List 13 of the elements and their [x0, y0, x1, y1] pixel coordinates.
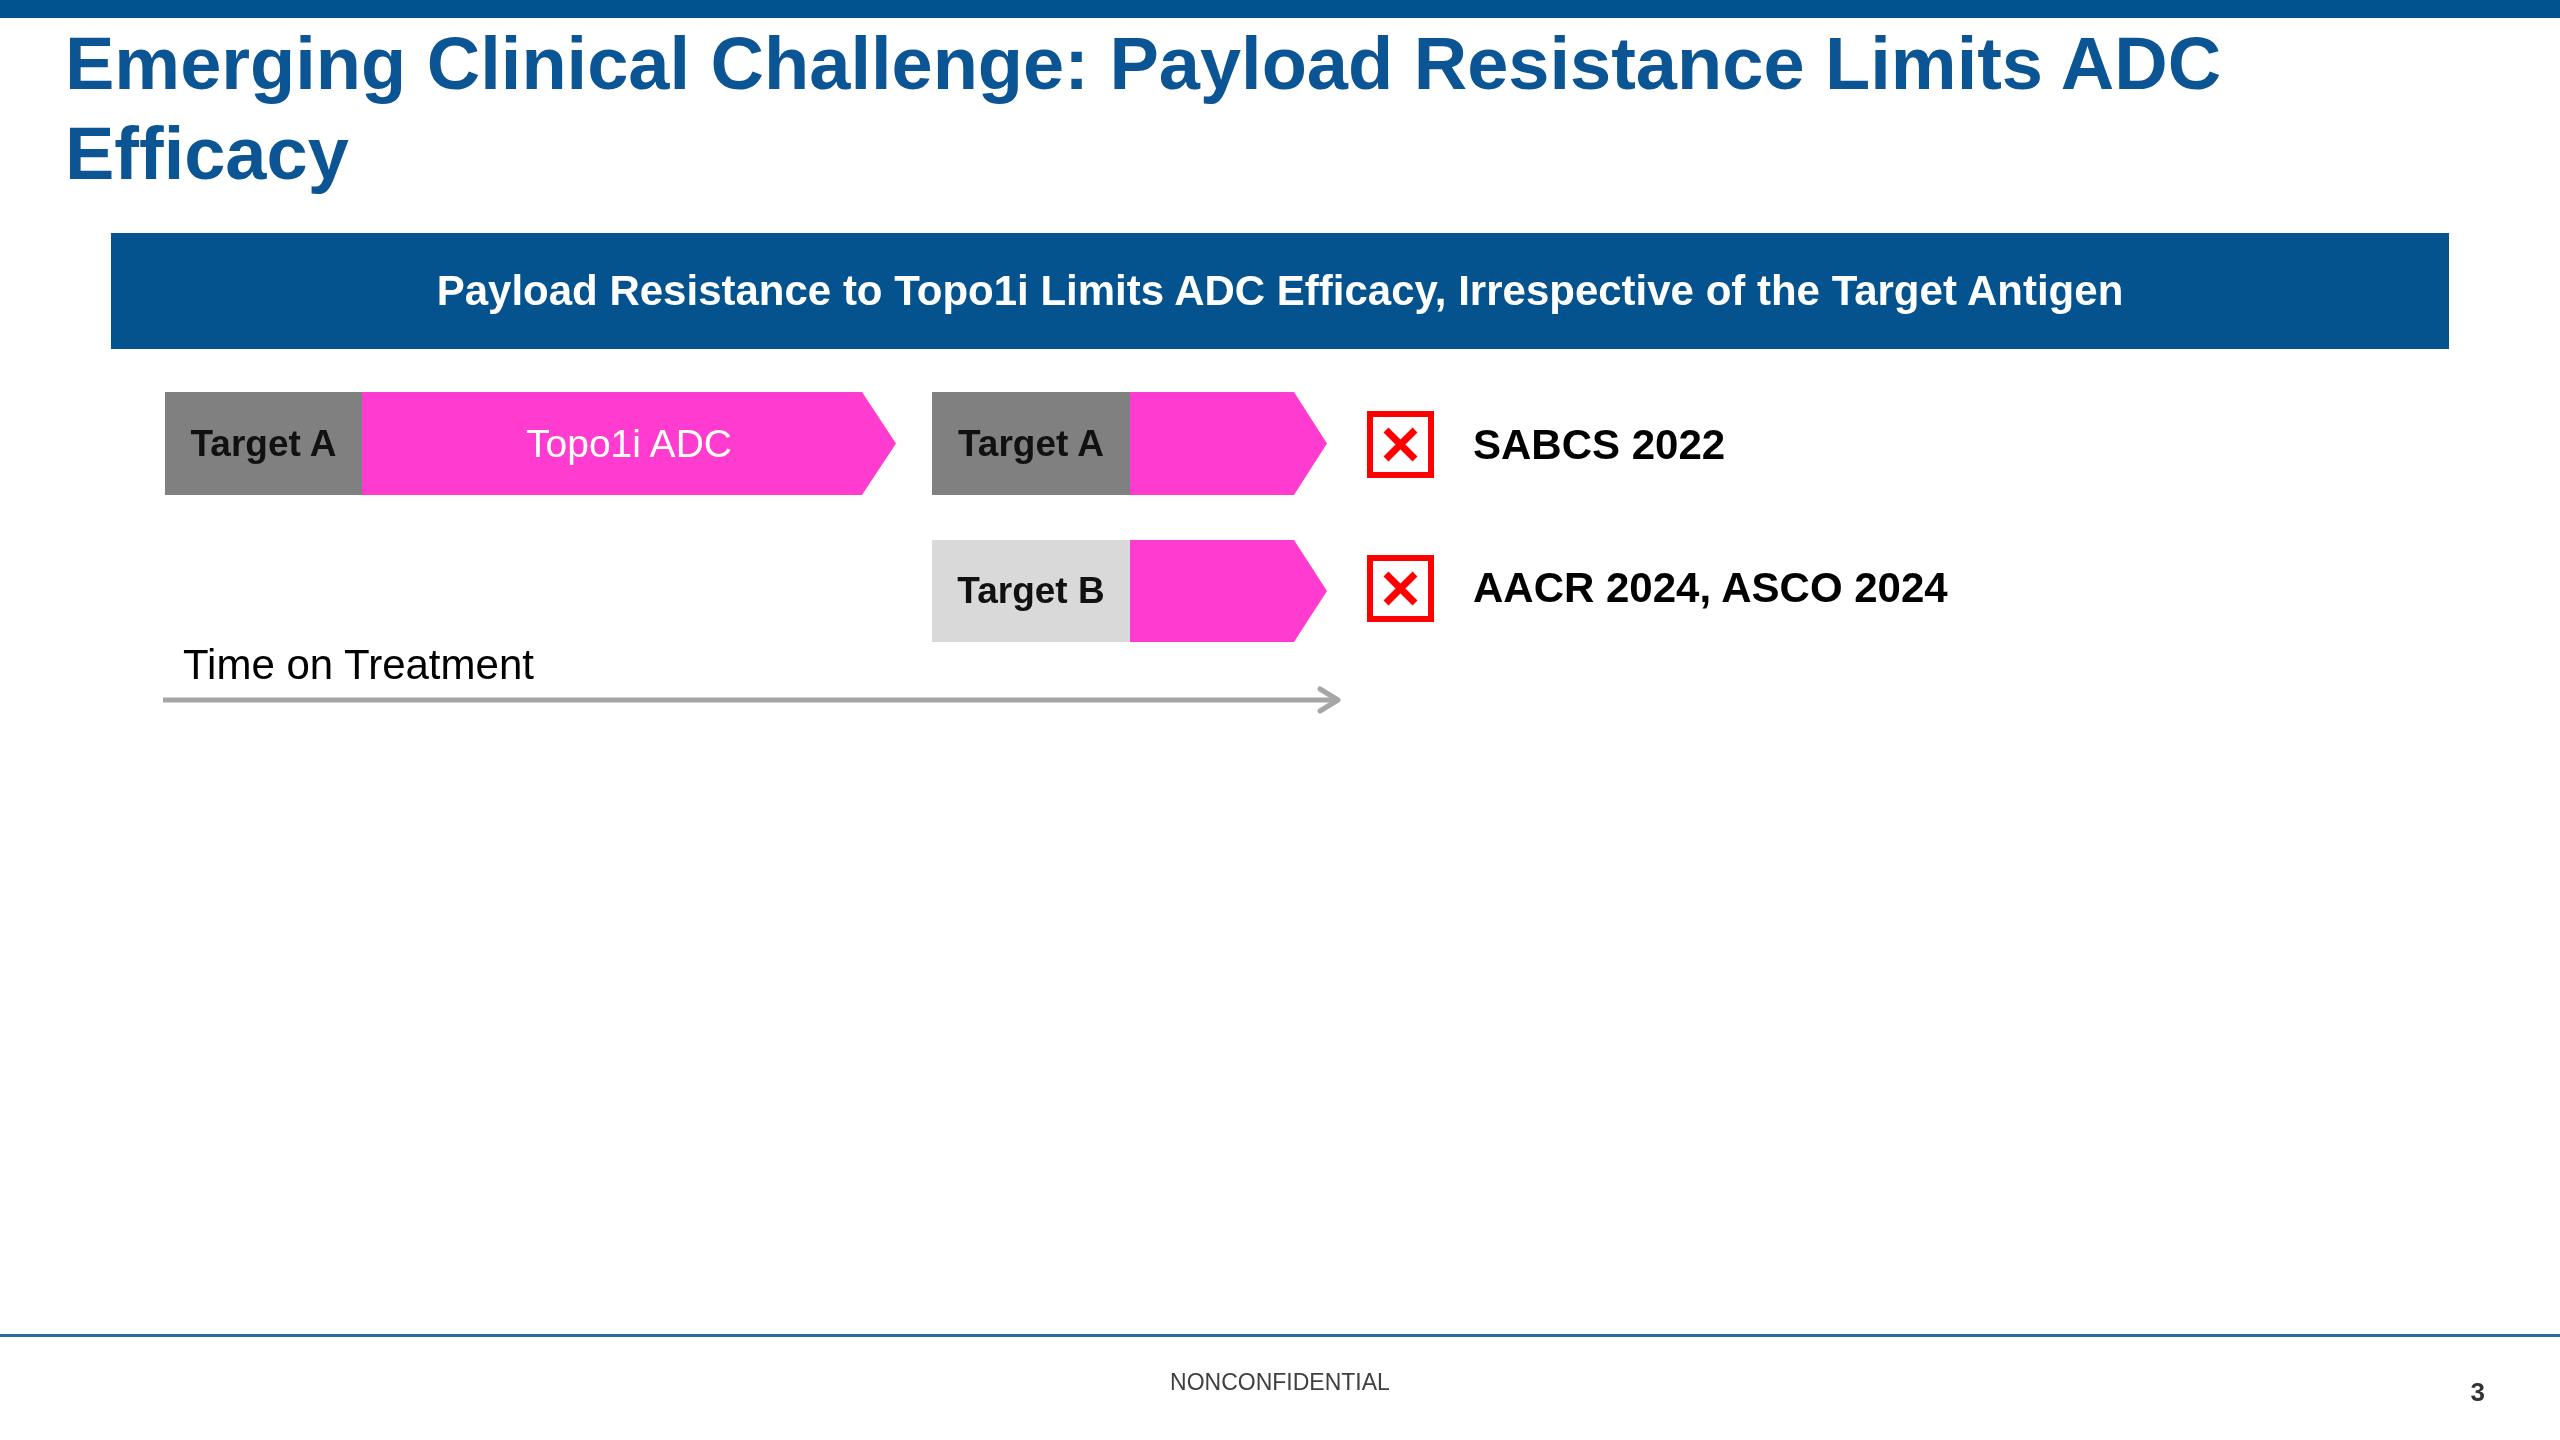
page-number: 3 — [2470, 1378, 2485, 1408]
target-segment: Target A — [932, 392, 1130, 495]
conference-citation: SABCS 2022 — [1473, 421, 1726, 470]
conference-citation: AACR 2024, ASCO 2024 — [1473, 564, 1948, 613]
target-segment: Target A — [165, 392, 362, 495]
payload-segment — [1130, 392, 1327, 495]
payload-segment — [1130, 540, 1327, 642]
axis-label: Time on Treatment — [183, 641, 534, 690]
payload-segment: Topo1i ADC — [362, 392, 896, 495]
header-banner: Payload Resistance to Topo1i Limits ADC Efficacy, Irrespective of the Target Antigen — [111, 233, 2449, 349]
confidentiality-note: NONCONFIDENTIAL — [1170, 1369, 1390, 1396]
slide-title: Emerging Clinical Challenge: Payload Resistance Limits ADC Efficacy — [65, 21, 2223, 197]
target-segment: Target B — [932, 540, 1130, 642]
